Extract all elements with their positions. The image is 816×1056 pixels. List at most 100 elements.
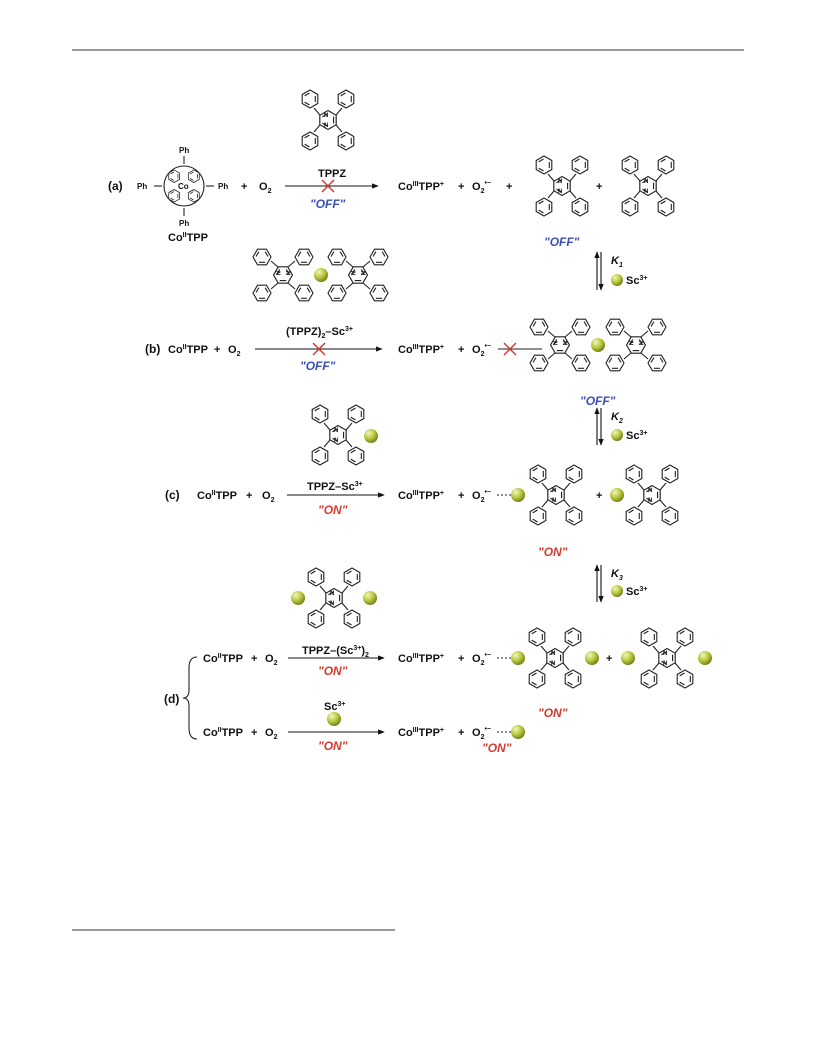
sc-ball-d-top-2 xyxy=(363,591,377,605)
on-label-d1b: "ON" xyxy=(538,706,568,720)
svg-text:O2: O2 xyxy=(265,727,278,741)
svg-text:Ph: Ph xyxy=(179,146,189,155)
blocked-cross-b xyxy=(312,342,326,356)
svg-text:K1: K1 xyxy=(611,255,623,269)
svg-text:+: + xyxy=(458,490,464,502)
coii-tpp-label: CoIITPP xyxy=(168,232,208,244)
svg-text:Sc3+: Sc3+ xyxy=(626,275,647,287)
sc-ball-b-right xyxy=(591,338,605,352)
tppz2-sc-label: (TPPZ)2–Sc3+ xyxy=(286,326,353,340)
svg-text:+: + xyxy=(458,653,464,665)
tppz-structure-d2 xyxy=(641,628,693,688)
off-label-b2: "OFF" xyxy=(580,394,616,408)
svg-text:K2: K2 xyxy=(611,411,623,425)
sc-ball-c-1 xyxy=(511,488,525,502)
tppz-sc2-structure xyxy=(291,568,377,628)
svg-text:+: + xyxy=(214,344,220,356)
equilibrium-k2: K2 Sc3+ xyxy=(594,407,647,446)
svg-text:+: + xyxy=(596,181,602,193)
tppz2-sc-structure-right xyxy=(530,319,666,371)
svg-text:+: + xyxy=(458,344,464,356)
svg-text:+: + xyxy=(251,727,257,739)
svg-text:+: + xyxy=(596,490,602,502)
svg-text:+: + xyxy=(606,653,612,665)
svg-text:Ph: Ph xyxy=(179,219,189,228)
coiii-tpp-a: CoIIITPP+ xyxy=(398,181,444,193)
tppz-structure-a2 xyxy=(536,156,588,216)
panel-d: (d) CoIITPP + O2 TPPZ–(Sc3+)2 "ON" CoIII… xyxy=(164,568,712,755)
tppz-sc-structure xyxy=(312,405,378,465)
svg-text:+: + xyxy=(506,181,512,193)
svg-text:+: + xyxy=(246,490,252,502)
off-label-b: "OFF" xyxy=(300,359,336,373)
o2-a: O2 xyxy=(259,181,272,195)
on-label-d2: "ON" xyxy=(318,739,348,753)
sc-ball-c-2 xyxy=(610,488,624,502)
tppz-structure-c1 xyxy=(530,465,582,525)
panel-b-label: (b) xyxy=(145,342,160,356)
sc-ball-d1-d xyxy=(698,651,712,665)
tppz-label: TPPZ xyxy=(318,168,346,180)
sc-ball-d2-top xyxy=(327,712,341,726)
co-center: Co xyxy=(178,182,189,191)
panel-b: (b) CoIITPP + O2 (TPPZ)2–Sc3+ "OFF" CoII… xyxy=(145,249,666,408)
svg-text:+: + xyxy=(458,727,464,739)
svg-text:K3: K3 xyxy=(611,568,623,582)
svg-text:CoIITPP: CoIITPP xyxy=(197,490,237,502)
sc-ball-c-top xyxy=(364,429,378,443)
coii-tpp-structure: Co Ph Ph Ph Ph xyxy=(137,146,228,228)
tppz-structure-c2 xyxy=(626,465,678,525)
svg-text:O2•−: O2•− xyxy=(472,726,491,741)
svg-text:CoIIITPP+: CoIIITPP+ xyxy=(398,653,444,665)
svg-text:CoIITPP: CoIITPP xyxy=(203,653,243,665)
panel-c-label: (c) xyxy=(165,488,180,502)
svg-text:Sc3+: Sc3+ xyxy=(324,701,345,713)
svg-text:Sc3+: Sc3+ xyxy=(626,430,647,442)
svg-text:O2•−: O2•− xyxy=(472,652,491,667)
svg-text:O2•−: O2•− xyxy=(472,489,491,504)
panel-d-label: (d) xyxy=(164,692,179,706)
on-label-c: "ON" xyxy=(318,503,348,517)
svg-text:O2: O2 xyxy=(262,490,275,504)
off-label-a: "OFF" xyxy=(310,197,346,211)
svg-text:Sc3+: Sc3+ xyxy=(626,586,647,598)
svg-text:CoIITPP: CoIITPP xyxy=(203,727,243,739)
svg-text:CoIIITPP+: CoIIITPP+ xyxy=(398,344,444,356)
sc-ball-d2-product xyxy=(511,725,525,739)
equilibrium-k1: K1 Sc3+ xyxy=(594,251,647,291)
svg-text:O2: O2 xyxy=(265,653,278,667)
sc-ball-d1-b xyxy=(585,651,599,665)
tppz2-sc-structure xyxy=(253,249,388,301)
svg-text:O2•−: O2•− xyxy=(472,343,491,358)
svg-text:CoIITPP: CoIITPP xyxy=(168,344,208,356)
tppz-structure-d1 xyxy=(529,628,581,688)
sc-ball-b-top xyxy=(314,268,328,282)
brace-d xyxy=(182,656,198,740)
svg-text:Ph: Ph xyxy=(218,182,228,191)
svg-text:+: + xyxy=(458,181,464,193)
sc-ball-d1-a xyxy=(511,651,525,665)
blocked-cross-b2 xyxy=(503,342,517,356)
svg-text:+: + xyxy=(241,181,247,193)
svg-text:CoIIITPP+: CoIIITPP+ xyxy=(398,727,444,739)
on-label-d2b: "ON" xyxy=(482,741,512,755)
svg-text:Ph: Ph xyxy=(137,182,147,191)
sc-ball-k2 xyxy=(611,429,623,441)
superoxide-a: O2•− xyxy=(472,180,491,195)
panel-c: (c) CoIITPP + O2 TPPZ–Sc3+ "ON" CoIIITPP… xyxy=(165,405,678,559)
sc-ball-d-top-1 xyxy=(291,591,305,605)
panel-a: (a) Co Ph Ph Ph Ph CoIITPP + O2 TPPZ xyxy=(108,90,674,249)
blocked-cross-a xyxy=(321,179,335,193)
tppz-structure-a3 xyxy=(622,156,674,216)
equilibrium-k3: K3 Sc3+ xyxy=(594,564,647,603)
sc-ball-k1 xyxy=(611,274,623,286)
on-label-c2: "ON" xyxy=(538,545,568,559)
svg-text:+: + xyxy=(251,653,257,665)
sc-ball-k3 xyxy=(611,585,623,597)
svg-text:O2: O2 xyxy=(228,344,241,358)
on-label-d1: "ON" xyxy=(318,664,348,678)
panel-a-label: (a) xyxy=(108,179,123,193)
svg-text:CoIIITPP+: CoIIITPP+ xyxy=(398,490,444,502)
tppz-sc2-label: TPPZ–(Sc3+)2 xyxy=(302,645,369,659)
